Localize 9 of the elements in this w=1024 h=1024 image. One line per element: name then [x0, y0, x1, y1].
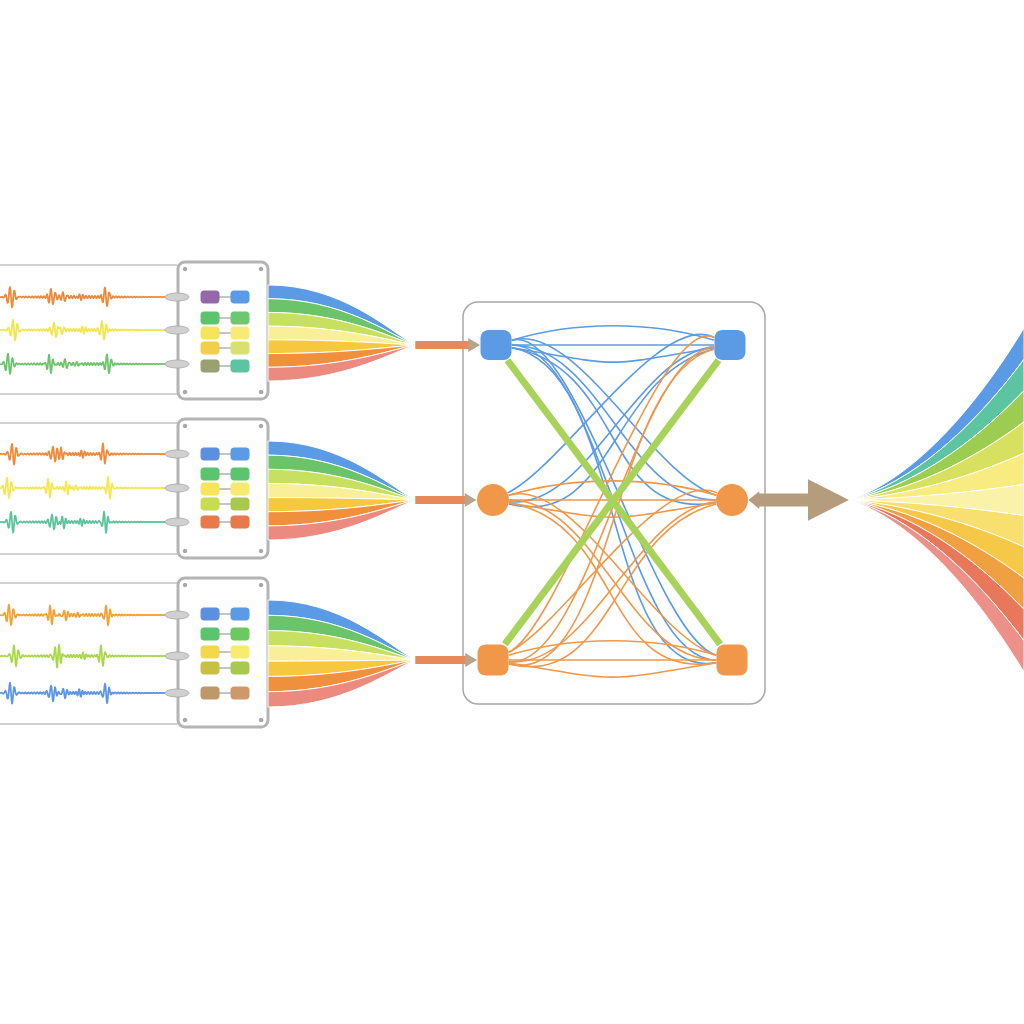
rainbow-fan — [267, 599, 416, 708]
rainbow-fan — [849, 327, 1024, 673]
connection-line — [507, 659, 718, 661]
connection-line — [507, 661, 718, 678]
rainbow-fan — [267, 440, 416, 541]
rainbow-fan — [267, 284, 416, 382]
connection-line — [507, 640, 718, 657]
network-node — [477, 484, 509, 516]
network-node — [716, 484, 748, 516]
